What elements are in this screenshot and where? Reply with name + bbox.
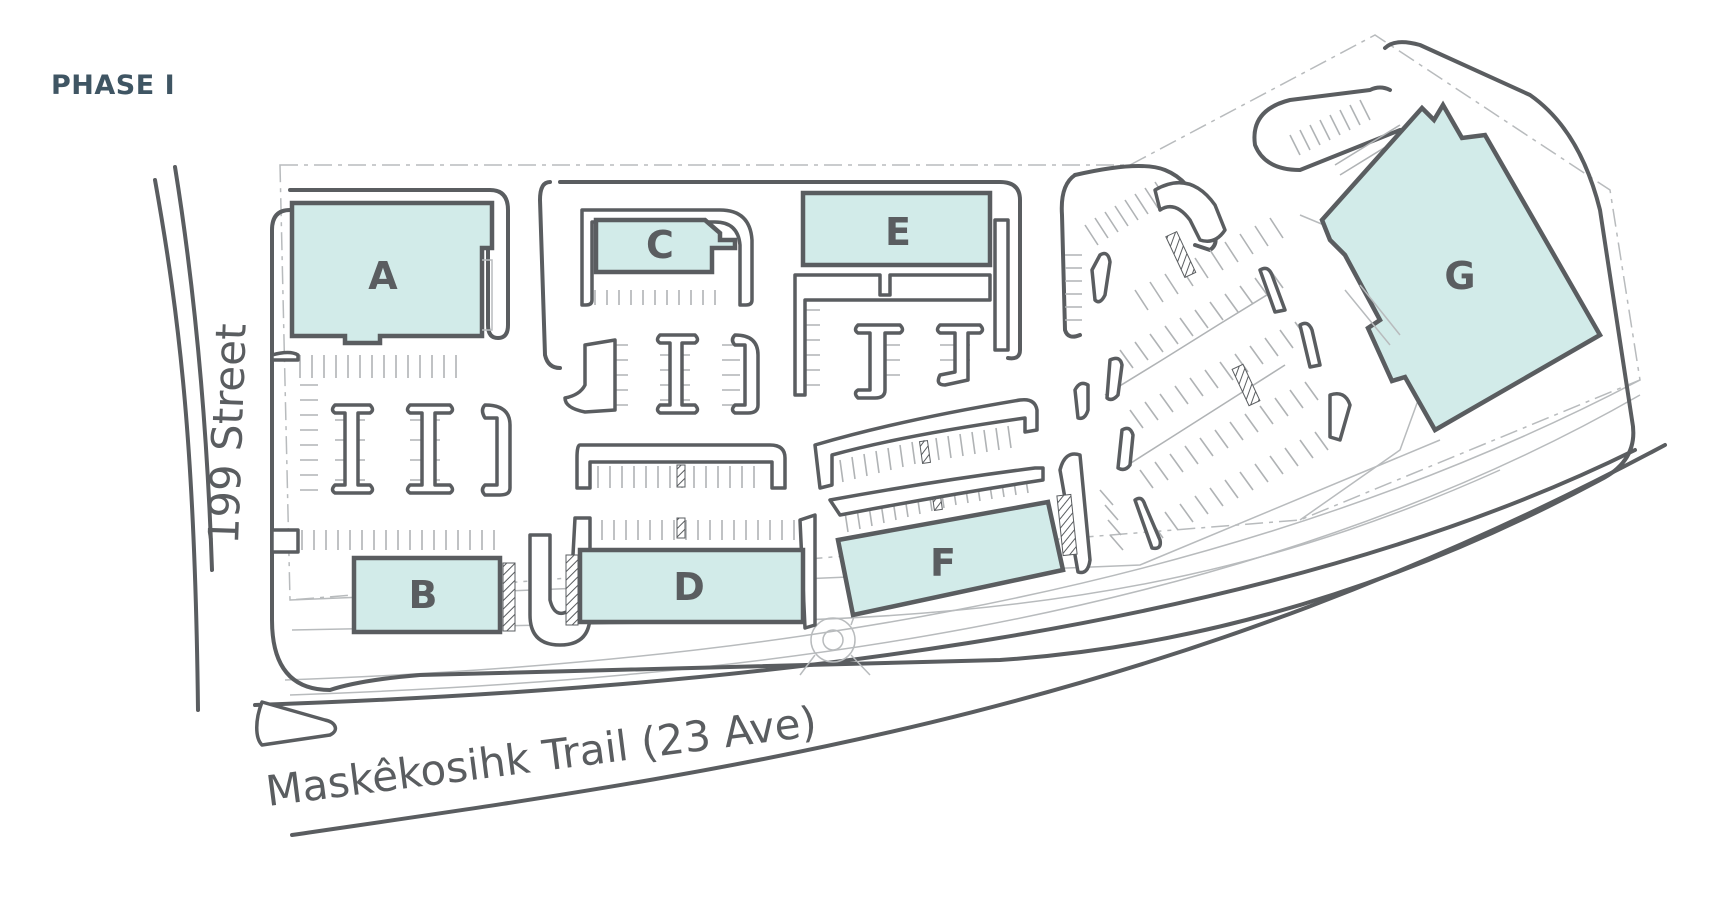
west-lot-island-3 — [480, 403, 512, 497]
site-inner-curb — [558, 180, 1022, 361]
west-lot-island-1 — [330, 403, 375, 495]
street-199-curb-inner — [173, 165, 214, 572]
center-west-island-2 — [655, 333, 700, 415]
building-b — [351, 555, 503, 635]
west-entrance-curb — [538, 180, 562, 370]
trail-lane-line-2 — [289, 394, 1641, 696]
center-east-island-2 — [935, 323, 985, 387]
building-c-label: C — [646, 223, 674, 267]
accessible-stall-b — [502, 562, 516, 632]
building-f-label: F — [930, 541, 956, 585]
north-cul-de-sac — [1252, 85, 1402, 172]
building-d — [577, 547, 806, 625]
building-a-label: A — [368, 254, 398, 298]
west-lot-island-bottom — [270, 528, 300, 554]
east-lot-pointed-island — [1153, 181, 1227, 243]
building-g-label: G — [1444, 254, 1475, 298]
east-lot-edge — [1059, 173, 1082, 339]
accessible-stall-d-west — [565, 554, 579, 626]
center-west-island-3 — [730, 333, 760, 415]
accessible-stall-east-1 — [1165, 230, 1197, 279]
roundabout-arms — [799, 599, 871, 676]
building-g — [1319, 100, 1604, 434]
building-b-label: B — [409, 573, 438, 617]
parking-lot-west — [289, 355, 495, 550]
east-lot-island-4 — [1116, 426, 1135, 472]
east-lot-island-6 — [1258, 266, 1287, 314]
building-a — [289, 200, 495, 346]
east-lot-island-2 — [1073, 381, 1090, 421]
east-lot-island-1 — [1090, 251, 1112, 304]
building-g-loading-dock — [1344, 284, 1401, 346]
roundabout-inner — [822, 629, 844, 651]
building-d-label: D — [673, 565, 705, 609]
inner-road-edge — [291, 469, 1501, 631]
e-side-curb — [993, 218, 1010, 352]
center-east-island-1 — [853, 323, 905, 400]
f-curb-strip — [828, 466, 1045, 517]
accessible-stall-f-east — [1056, 493, 1078, 557]
street-199-curb-outer — [153, 178, 200, 712]
phase-title: PHASE I — [51, 70, 176, 101]
east-lot-island-5 — [1133, 496, 1163, 551]
accessible-stall-east-2 — [1231, 363, 1261, 407]
accessible-stall-f-north — [918, 439, 932, 465]
east-lot-island-3 — [1105, 356, 1124, 402]
site-outer-curb — [270, 40, 1636, 692]
building-a-loading — [482, 259, 493, 331]
east-lot-island-7 — [1298, 321, 1322, 369]
parking-lot-east — [1065, 181, 1329, 551]
west-lot-island-top — [270, 350, 300, 362]
accessible-stall-d-south — [676, 517, 686, 539]
building-c — [593, 217, 738, 275]
west-lot-island-2 — [405, 403, 455, 495]
building-e-label: E — [885, 210, 911, 254]
building-f — [835, 499, 1066, 618]
e-wrap-curb — [793, 273, 992, 397]
trail-north-curb — [253, 448, 1637, 707]
corner-median-island — [255, 700, 338, 747]
roundabout-outer — [810, 617, 856, 663]
east-lot-island-8 — [1328, 392, 1352, 442]
accessible-stall-d-north — [676, 464, 686, 488]
f-east-island — [1058, 452, 1092, 575]
d-north-island — [575, 443, 787, 490]
building-e — [800, 190, 993, 268]
road-label-199-street: 199 Street — [199, 323, 256, 546]
f-north-island — [813, 397, 1039, 490]
center-west-island-1 — [563, 338, 617, 414]
parking-row-d — [589, 466, 795, 540]
